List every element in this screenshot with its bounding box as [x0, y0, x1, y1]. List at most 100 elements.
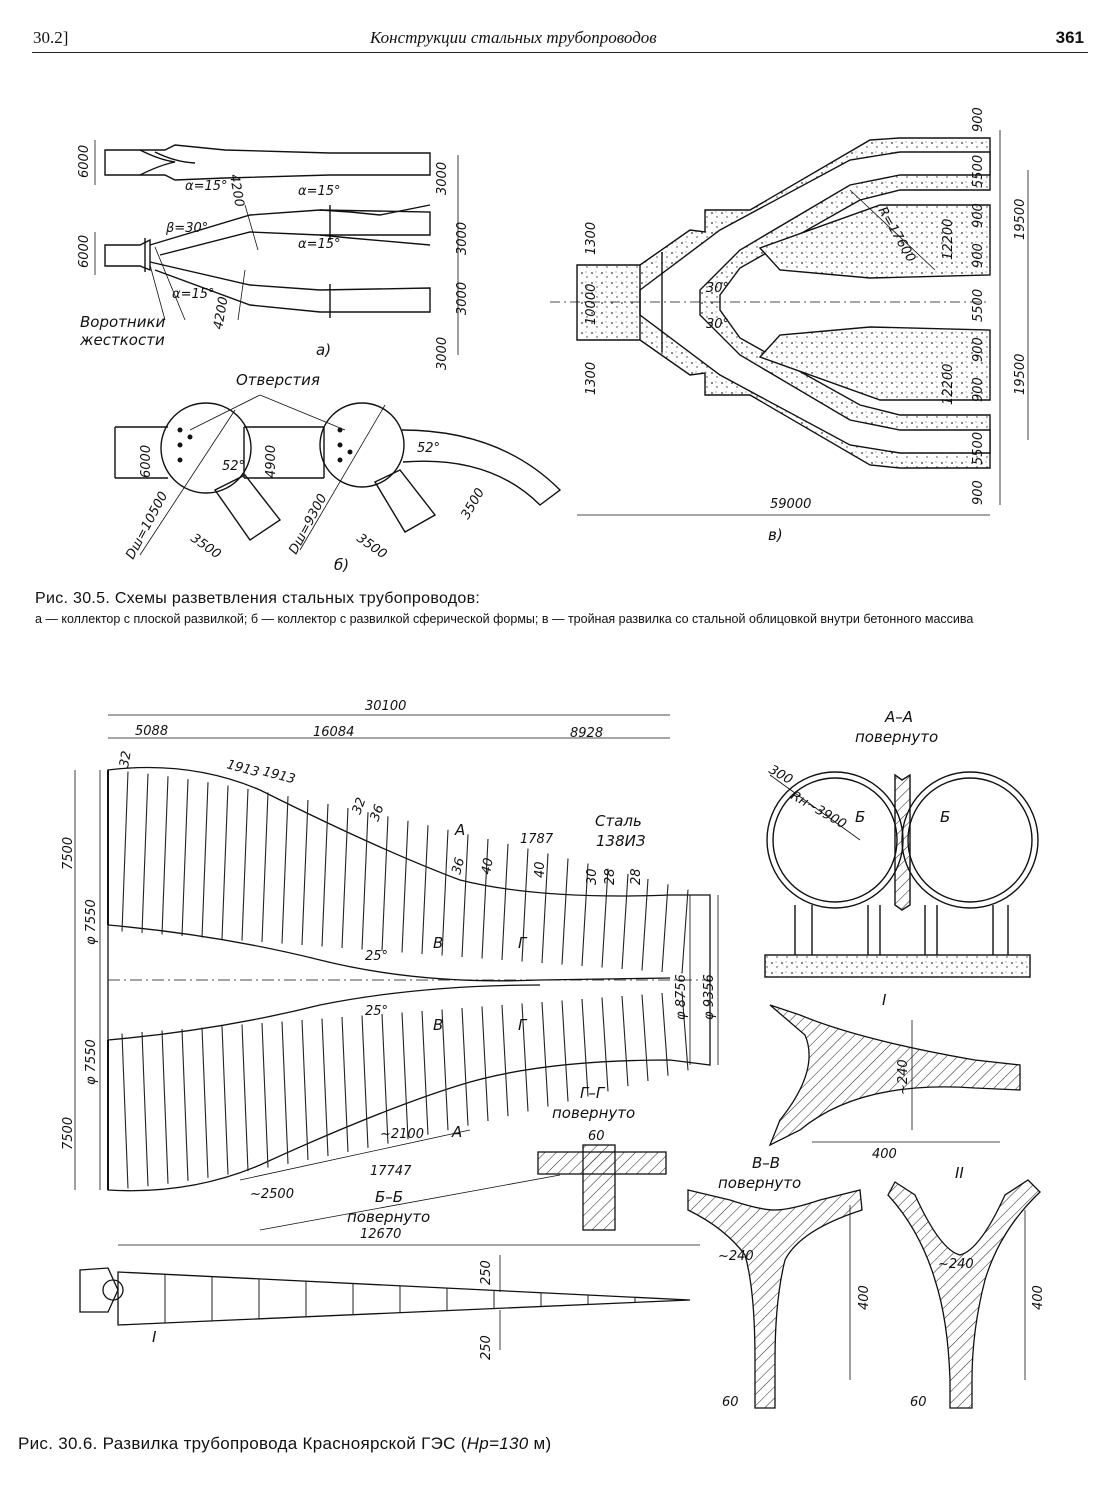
wedge-dim-250-bottom: 250 [479, 1335, 494, 1360]
hoop-rib [401, 1012, 409, 1140]
hoop-rib [541, 1001, 549, 1107]
holes-label: Отверстия [236, 371, 320, 389]
dim-2500: ~2500 [250, 1187, 294, 1202]
figure-30-5-legend: а — коллектор с плоской развилкой; б — к… [35, 612, 974, 626]
caption-suffix: м) [528, 1434, 552, 1453]
hoop-rib [561, 1000, 569, 1102]
vv-dim-240: ~240 [718, 1249, 754, 1264]
dim-a-4200-1: 4200 [226, 173, 247, 208]
hoop-rib [641, 994, 649, 1082]
hoop-rib [301, 1019, 309, 1161]
section-number: 30.2] [33, 28, 69, 47]
hoop-rib [301, 799, 309, 946]
annotation-collars-2: жесткости [79, 331, 165, 349]
marker-v-bottom: В [433, 1016, 443, 1034]
detail-ii-drawing [887, 1179, 1041, 1409]
dim-b-3500-2: 3500 [354, 531, 390, 562]
hoop-rib [321, 803, 329, 947]
dim-a-6000-top: 6000 [77, 145, 92, 178]
hoop-rib [681, 889, 689, 974]
caption-prefix: Рис. 30.6. Развилка трубопровода Красноя… [18, 1434, 467, 1453]
hoop-rib [161, 1030, 169, 1184]
marker-a-top: А [454, 821, 465, 839]
dim-30100: 30100 [365, 699, 406, 714]
running-title: Конструкции стальных трубопроводов [370, 28, 657, 47]
dim-12670: 12670 [360, 1227, 401, 1242]
section-aa-subtitle: повернуто [855, 728, 938, 746]
hoop-rib [441, 829, 449, 956]
dim-v-10000: 10000 [584, 284, 599, 325]
dim-32-2: 32 [350, 796, 370, 817]
hoop-rib [261, 792, 269, 943]
dim-phi-8756: φ 8756 [674, 974, 689, 1020]
hoop-rib [641, 878, 649, 971]
dim-40-2: 40 [533, 861, 548, 878]
hoop-rib [321, 1018, 329, 1157]
hoop-rib [421, 1010, 429, 1135]
dim-16084: 16084 [313, 725, 354, 740]
dim-v-5500-3: 5500 [971, 432, 986, 465]
hoop-rib [241, 788, 249, 941]
hoop-rib [621, 873, 629, 970]
hoop-rib [661, 884, 669, 973]
dim-7500-bottom: 7500 [61, 1117, 76, 1150]
hoop-rib [481, 839, 489, 959]
dim-36-2: 36 [449, 856, 468, 876]
dim-28-1: 28 [603, 868, 618, 885]
hoop-rib [281, 1021, 289, 1164]
dim-2100: ~2100 [380, 1127, 424, 1142]
detail-ii-dim-400: 400 [1031, 1285, 1046, 1310]
hoop-rib [261, 1022, 269, 1168]
section-gg-subtitle: повернуто [552, 1104, 635, 1122]
marker-a-bottom: А [451, 1123, 462, 1141]
hoop-rib [441, 1009, 449, 1131]
hoop-rib [141, 1031, 149, 1187]
section-gg-drawing [537, 1144, 667, 1231]
vv-dim-60: 60 [722, 1395, 739, 1410]
page-number: 361 [1055, 28, 1084, 47]
detail-ii-dim-240: ~240 [938, 1257, 974, 1272]
hoop-rib [341, 807, 349, 949]
hoop-rib [501, 1004, 509, 1117]
dim-b-3500-1: 3500 [188, 531, 224, 562]
angle-a-2: α=15° [298, 184, 341, 199]
fig-30-6-hoop-ribs [121, 771, 689, 1189]
annotation-collars-1: Воротники [80, 313, 166, 331]
hoop-rib [221, 785, 229, 940]
dim-v-59000: 59000 [770, 497, 811, 512]
dim-v-900-1: 900 [971, 107, 986, 132]
caption-hp: Hр=130 [466, 1434, 529, 1453]
wedge-section-drawing [79, 1244, 700, 1350]
section-gg-title: Г–Г [580, 1084, 606, 1102]
hoop-rib [601, 868, 609, 968]
dim-36-1: 36 [368, 803, 388, 824]
marker-b-left: Б [855, 808, 865, 826]
dim-a-3000-1: 3000 [435, 162, 450, 195]
wedge-ribs [164, 1274, 636, 1323]
dim-17747: 17747 [370, 1164, 412, 1179]
section-vv-subtitle: повернуто [718, 1174, 801, 1192]
panel-v-label: в) [768, 526, 783, 544]
aa-dim-radius: Rн~3900 [788, 788, 849, 832]
dim-v-900-6: 900 [971, 480, 986, 505]
dim-v-900-3: 900 [971, 243, 986, 268]
steel-label-1: Сталь [595, 812, 642, 830]
angle-b-1: 52° [222, 459, 245, 474]
dim-5088: 5088 [135, 724, 168, 739]
hoop-rib [361, 812, 369, 950]
hoop-rib [121, 1033, 129, 1189]
dim-a-6000-mid: 6000 [77, 235, 92, 268]
hoop-rib [361, 1015, 369, 1148]
hoop-rib [281, 796, 289, 944]
angle-b-2: 52° [417, 441, 440, 456]
dim-a-4200-2: 4200 [211, 295, 232, 330]
section-bb-title: Б–Б [375, 1188, 403, 1206]
dim-v-900-2: 900 [971, 203, 986, 228]
hoop-rib [541, 853, 549, 964]
dim-v-12200-1: 12200 [941, 219, 956, 260]
hoop-rib [501, 843, 509, 961]
diam-b-10500: Dш=10500 [123, 489, 171, 562]
dim-v-5500-1: 5500 [971, 155, 986, 188]
hoop-rib [581, 863, 589, 967]
hoop-rib [181, 1028, 189, 1181]
